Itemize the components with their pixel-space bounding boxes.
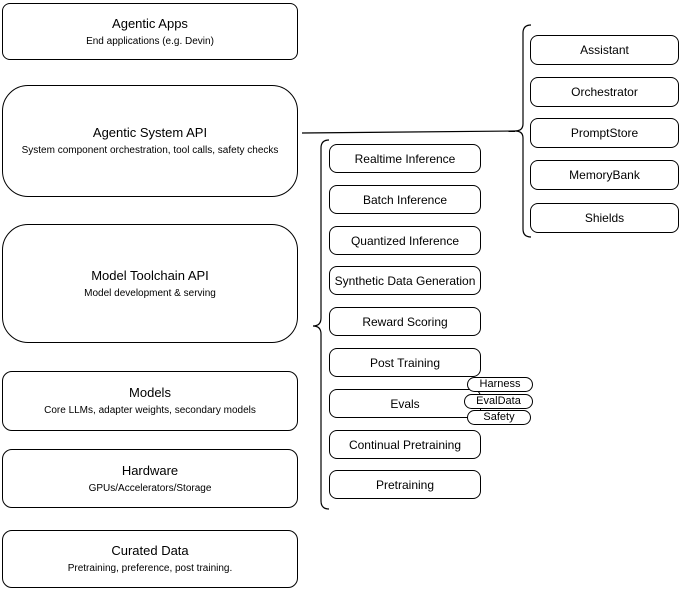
- node-models: Models Core LLMs, adapter weights, secon…: [2, 371, 298, 431]
- node-model-toolchain-api: Model Toolchain API Model development & …: [2, 224, 298, 343]
- node-reward-scoring: Reward Scoring: [329, 307, 481, 336]
- node-synthetic-data-generation: Synthetic Data Generation: [329, 266, 481, 295]
- node-assistant: Assistant: [530, 35, 679, 65]
- node-subtitle: Model development & serving: [84, 287, 216, 299]
- node-label: Evals: [390, 396, 420, 411]
- node-title: Agentic System API: [92, 125, 208, 140]
- node-label: Post Training: [369, 355, 441, 370]
- node-curated-data: Curated Data Pretraining, preference, po…: [2, 530, 298, 588]
- node-title: Hardware: [121, 462, 179, 478]
- node-subtitle: Core LLMs, adapter weights, secondary mo…: [44, 405, 256, 416]
- node-evals: Evals: [329, 389, 481, 418]
- node-subtitle: System component orchestration, tool cal…: [21, 145, 279, 156]
- tag-label: Harness: [479, 378, 521, 390]
- node-memorybank: MemoryBank: [530, 160, 679, 190]
- node-title: Model Toolchain API: [91, 267, 209, 283]
- node-label: Batch Inference: [362, 192, 448, 207]
- node-orchestrator: Orchestrator: [530, 77, 679, 107]
- node-label: Continual Pretraining: [348, 437, 462, 452]
- node-title: Models: [129, 385, 171, 400]
- node-label: Pretraining: [375, 477, 435, 492]
- node-pretraining: Pretraining: [329, 470, 481, 499]
- node-subtitle: End applications (e.g. Devin): [86, 35, 214, 47]
- node-label: Orchestrator: [571, 85, 638, 99]
- node-label: Realtime Inference: [354, 151, 456, 166]
- node-hardware: Hardware GPUs/Accelerators/Storage: [2, 449, 298, 508]
- node-title: Agentic Apps: [112, 15, 188, 31]
- node-promptstore: PromptStore: [530, 118, 679, 148]
- node-quantized-inference: Quantized Inference: [329, 226, 481, 255]
- node-label: Shields: [584, 211, 625, 225]
- node-agentic-apps: Agentic Apps End applications (e.g. Devi…: [2, 3, 298, 60]
- node-subtitle: GPUs/Accelerators/Storage: [88, 482, 212, 494]
- system-api-connector-line: [301, 130, 516, 134]
- node-label: PromptStore: [570, 126, 639, 140]
- node-post-training: Post Training: [329, 348, 481, 377]
- tag-evaldata: EvalData: [464, 394, 533, 409]
- node-realtime-inference: Realtime Inference: [329, 144, 481, 173]
- node-title: Curated Data: [111, 543, 189, 558]
- node-label: Assistant: [580, 43, 629, 57]
- node-continual-pretraining: Continual Pretraining: [329, 430, 481, 459]
- node-label: MemoryBank: [569, 168, 640, 182]
- tag-safety: Safety: [467, 410, 531, 425]
- tag-label: EvalData: [476, 395, 521, 407]
- tag-label: Safety: [483, 411, 515, 423]
- node-agentic-system-api: Agentic System API System component orch…: [2, 85, 298, 197]
- node-shields: Shields: [530, 203, 679, 233]
- node-label: Reward Scoring: [362, 314, 448, 329]
- node-batch-inference: Batch Inference: [329, 185, 481, 214]
- tag-harness: Harness: [467, 377, 533, 392]
- system-components-brace: [514, 24, 532, 238]
- toolchain-brace: [312, 139, 330, 510]
- node-subtitle: Pretraining, preference, post training.: [67, 563, 233, 574]
- node-label: Quantized Inference: [350, 233, 460, 248]
- node-label: Synthetic Data Generation: [334, 273, 476, 288]
